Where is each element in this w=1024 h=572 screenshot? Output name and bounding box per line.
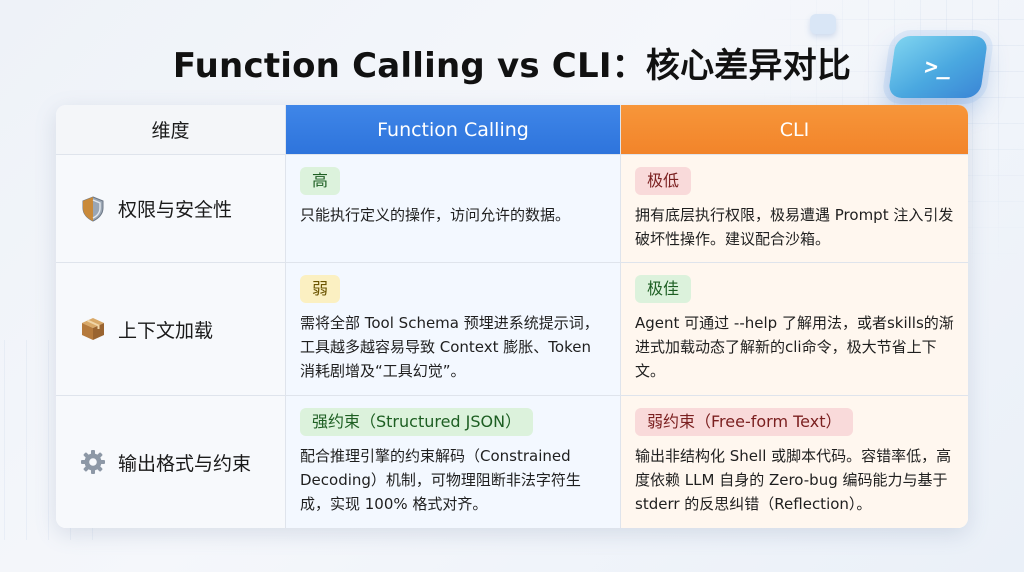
dimension-label: 上下文加载 bbox=[118, 319, 214, 342]
cli-output-cell: 弱约束（Free-form Text） 输出非结构化 Shell 或脚本代码。容… bbox=[621, 396, 968, 528]
row-dimension-output: 输出格式与约束 bbox=[56, 396, 286, 528]
cell-description: 输出非结构化 Shell 或脚本代码。容错率低，高度依赖 LLM 自身的 Zer… bbox=[635, 447, 952, 513]
package-box-icon bbox=[78, 314, 108, 344]
rating-badge: 强约束（Structured JSON） bbox=[300, 408, 534, 436]
shield-icon bbox=[78, 194, 108, 224]
cell-description: 只能执行定义的操作，访问允许的数据。 bbox=[300, 206, 571, 224]
gear-icon bbox=[78, 447, 108, 477]
rating-badge: 高 bbox=[300, 167, 341, 195]
function-calling-security-cell: 高 只能执行定义的操作，访问允许的数据。 bbox=[286, 155, 621, 263]
floating-tile-decoration bbox=[810, 14, 836, 34]
cell-description: 拥有底层执行权限，极易遭遇 Prompt 注入引发破坏性操作。建议配合沙箱。 bbox=[635, 206, 954, 248]
function-calling-output-cell: 强约束（Structured JSON） 配合推理引擎的约束解码（Constra… bbox=[286, 396, 621, 528]
cli-context-cell: 极佳 Agent 可通过 --help 了解用法，或者skills的渐进式加载动… bbox=[621, 263, 968, 396]
rating-badge: 弱约束（Free-form Text） bbox=[635, 408, 854, 436]
row-dimension-context: 上下文加载 bbox=[56, 263, 286, 396]
dimension-label: 权限与安全性 bbox=[118, 199, 233, 221]
header-function-calling: Function Calling bbox=[286, 105, 621, 155]
page-title: Function Calling vs CLI：核心差异对比 bbox=[172, 46, 852, 86]
rating-badge: 弱 bbox=[300, 275, 341, 303]
comparison-table: 维度 Function Calling CLI 权限与安全性 高 只能执行定义的… bbox=[56, 105, 968, 528]
header-dimension: 维度 bbox=[56, 105, 286, 155]
cell-description: Agent 可通过 --help 了解用法，或者skills的渐进式加载动态了解… bbox=[635, 314, 954, 380]
cell-description: 配合推理引擎的约束解码（Constrained Decoding）机制，可物理阻… bbox=[300, 447, 581, 513]
header-cli: CLI bbox=[621, 105, 968, 155]
function-calling-context-cell: 弱 需将全部 Tool Schema 预埋进系统提示词，工具越多越容易导致 Co… bbox=[286, 263, 621, 396]
row-dimension-security: 权限与安全性 bbox=[56, 155, 286, 263]
cell-description: 需将全部 Tool Schema 预埋进系统提示词，工具越多越容易导致 Cont… bbox=[300, 314, 599, 380]
cli-security-cell: 极低 拥有底层执行权限，极易遭遇 Prompt 注入引发破坏性操作。建议配合沙箱… bbox=[621, 155, 968, 263]
rating-badge: 极佳 bbox=[635, 275, 692, 303]
rating-badge: 极低 bbox=[635, 167, 692, 195]
dimension-label: 输出格式与约束 bbox=[118, 452, 252, 475]
